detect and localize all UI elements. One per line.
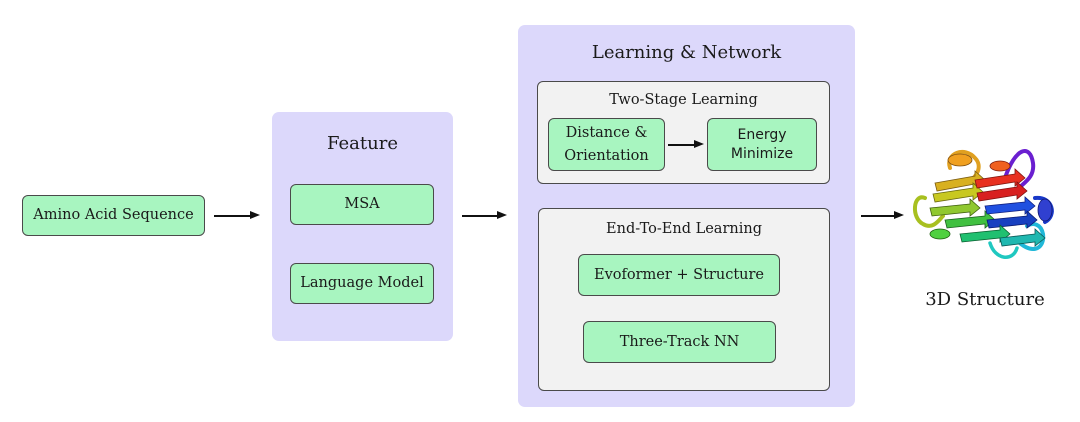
end-to-end-learning-title: End-To-End Learning [606,221,762,237]
three-track-nn-box: Three-Track NN [583,321,776,363]
msa-box: MSA [290,184,434,225]
language-model-label: Language Model [300,275,424,292]
energy-minimize-box: Energy Minimize [707,118,817,171]
amino-acid-sequence-box: Amino Acid Sequence [22,195,205,236]
feature-title: Feature [327,133,398,154]
feature-panel: Feature MSA Language Model [272,112,453,341]
distance-orientation-label: Distance & Orientation [564,125,649,164]
protein-structure-image [913,149,1054,259]
two-stage-learning-panel: Two-Stage Learning Distance & Orientatio… [537,81,830,184]
amino-acid-sequence-label: Amino Acid Sequence [33,207,194,224]
evoformer-structure-box: Evoformer + Structure [578,254,780,296]
evoformer-structure-label: Evoformer + Structure [594,266,764,283]
two-stage-learning-title: Two-Stage Learning [609,92,758,108]
3d-structure-label: 3D Structure [925,289,1045,310]
end-to-end-learning-panel: End-To-End Learning Evoformer + Structur… [538,208,830,391]
three-track-nn-label: Three-Track NN [619,333,740,350]
distance-orientation-box: Distance & Orientation [548,118,665,171]
learning-network-title: Learning & Network [591,42,782,63]
language-model-box: Language Model [290,263,434,304]
learning-network-panel: Learning & Network Two-Stage Learning Di… [518,25,855,407]
msa-label: MSA [344,196,380,213]
energy-minimize-label: Energy Minimize [730,126,794,162]
